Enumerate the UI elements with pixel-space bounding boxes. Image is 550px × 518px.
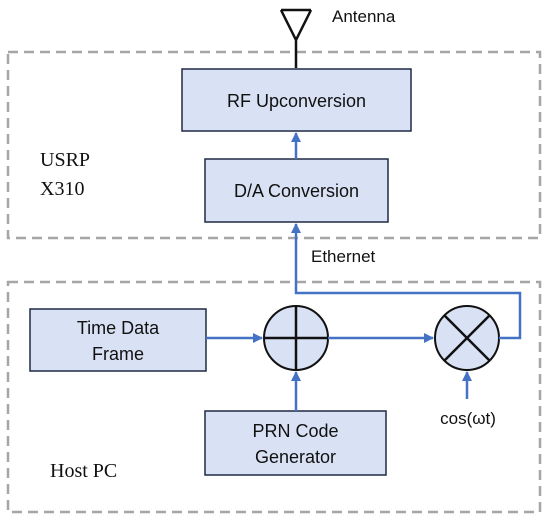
time-data-frame-label-line2: Frame bbox=[92, 344, 144, 364]
time-data-frame-block bbox=[29, 308, 207, 372]
da-conversion-label: D/A Conversion bbox=[234, 181, 359, 201]
usrp-region bbox=[6, 50, 542, 240]
rf-upconversion-block bbox=[181, 68, 412, 132]
host-pc-label: Host PC bbox=[50, 460, 117, 482]
usrp-label-line1: USRP bbox=[40, 149, 90, 171]
da-conversion-block bbox=[204, 158, 389, 223]
time-data-frame-label-line1: Time Data bbox=[77, 318, 160, 338]
host-pc-region bbox=[6, 280, 542, 514]
multiplier-to-da-ethernet-link bbox=[291, 223, 522, 340]
prn-code-generator-label-line1: PRN Code bbox=[252, 421, 338, 441]
adder-icon bbox=[263, 305, 329, 371]
ethernet-label: Ethernet bbox=[311, 247, 376, 266]
usrp-label-line2: X310 bbox=[40, 178, 84, 200]
antenna-icon bbox=[279, 8, 313, 68]
antenna-label: Antenna bbox=[332, 7, 396, 26]
prn-code-generator-label-line2: Generator bbox=[255, 447, 336, 467]
rf-upconversion-label: RF Upconversion bbox=[227, 91, 366, 111]
carrier-cos-label: cos(ωt) bbox=[440, 409, 496, 428]
multiplier-icon bbox=[434, 305, 500, 371]
